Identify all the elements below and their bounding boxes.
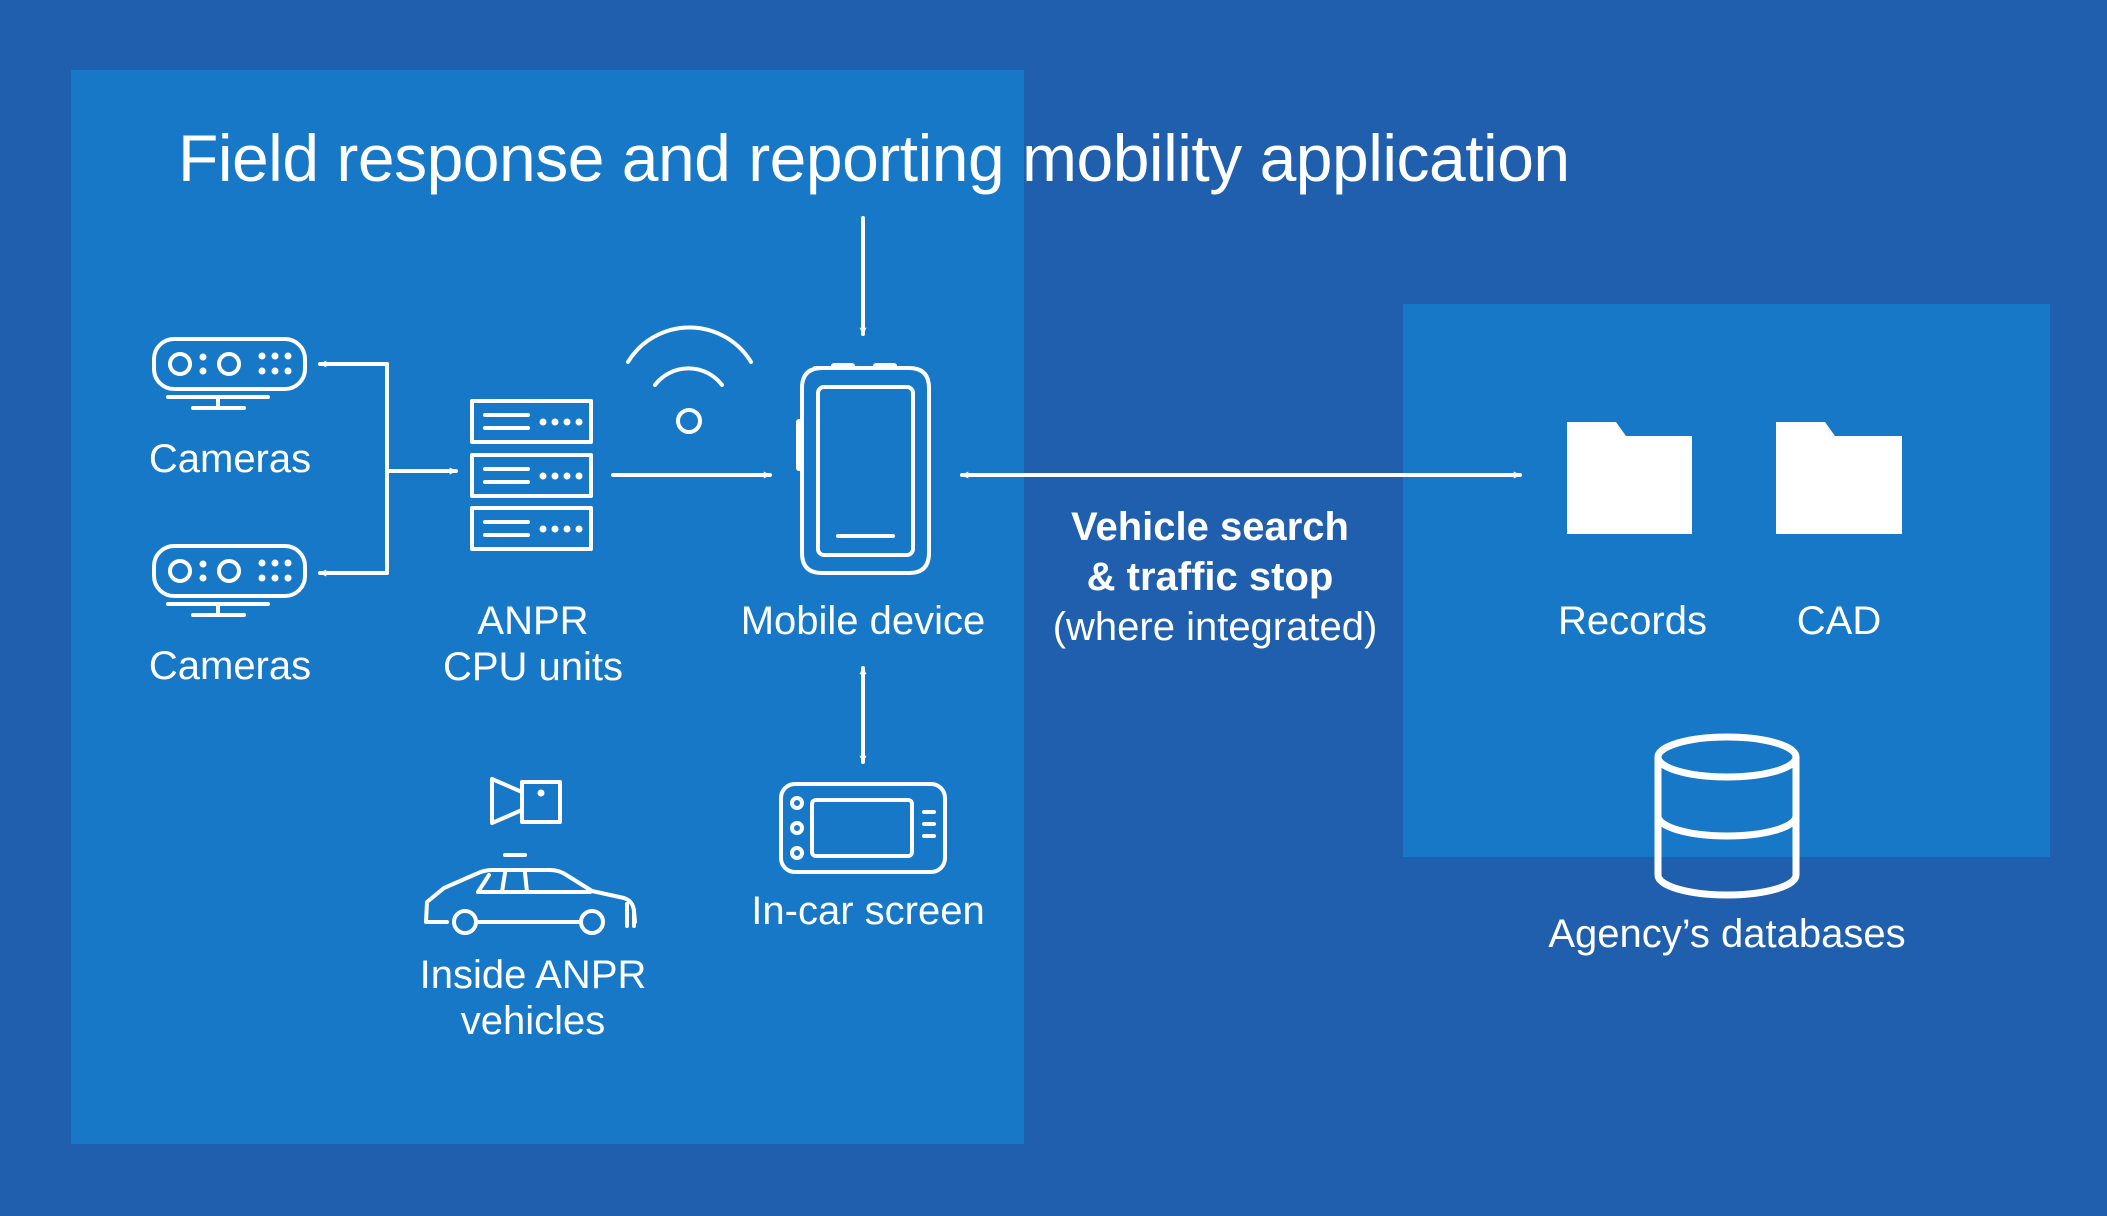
mobile-device-icon [796,363,931,575]
anpr-vehicle-icon [424,853,637,935]
database-icon [1654,733,1800,899]
camera-connector [318,360,458,577]
agency-panel [1403,304,2050,857]
device-panel [71,70,1024,1144]
page-title: Field response and reporting mobility ap… [178,121,1570,195]
wifi-icon [626,325,753,434]
folder-icon [1567,422,1692,534]
mobile-device-label: Mobile device [740,599,986,643]
vehicle-search-label-line1: Vehicle search [1071,505,1349,549]
anpr-cpu-label-line2: CPU units [442,645,624,689]
cameras-bottom-label: Cameras [148,644,312,688]
anpr-cpu-label-line1: ANPR [477,599,589,643]
inside-anpr-label-line1: Inside ANPR [419,953,647,997]
inside-anpr-label-line2: vehicles [460,999,606,1043]
folder-icon [1776,422,1902,534]
camera-icon [152,337,307,410]
records-label: Records [1558,599,1707,643]
cameras-top-label: Cameras [148,437,312,481]
video-camera-icon [490,777,562,825]
cad-label: CAD [1796,599,1882,643]
in-car-screen-label: In-car screen [751,889,985,933]
vehicle-search-label-line2: & traffic stop [1086,555,1334,599]
agency-databases-label: Agency’s databases [1548,912,1906,956]
where-integrated-label: (where integrated) [1052,605,1378,649]
camera-icon [152,544,307,617]
server-stack-icon [470,399,593,551]
in-car-screen-icon [779,782,947,874]
